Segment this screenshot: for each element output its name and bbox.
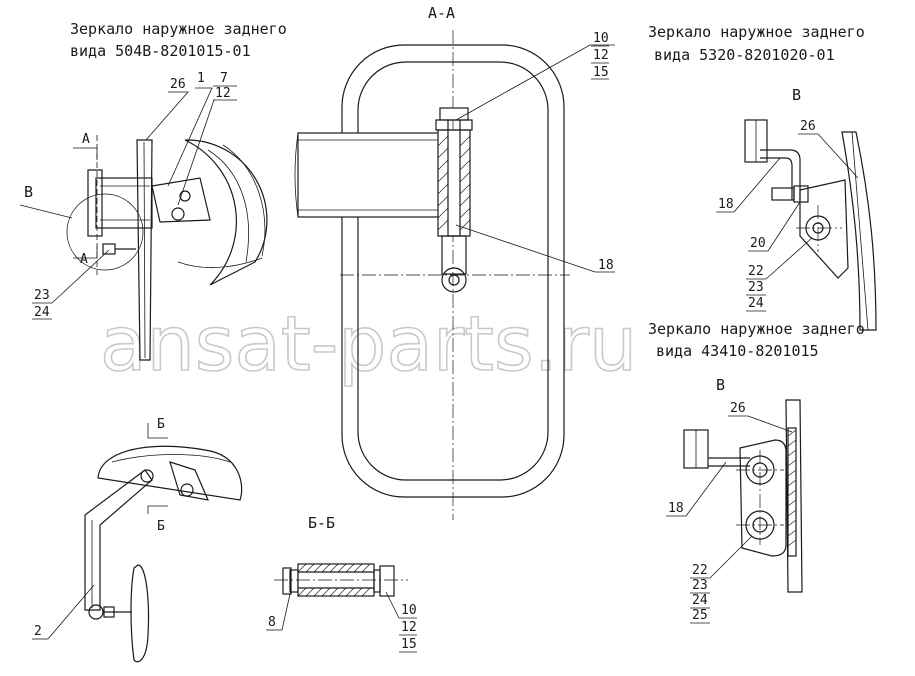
view-b-circle <box>66 193 144 271</box>
bracket-tube <box>297 132 441 218</box>
bb-callout-15: 15 <box>401 637 417 652</box>
door-panel-bottom <box>785 399 803 593</box>
detail-circle-b <box>184 139 268 286</box>
r1-callout-24: 24 <box>748 296 764 311</box>
callout-2: 2 <box>34 624 42 639</box>
title-mirror-5320: Зеркало наружное заднего вида 5320-82010… <box>648 23 865 64</box>
r2-callout-18: 18 <box>668 501 684 516</box>
cut-a-top: А <box>82 132 90 147</box>
title-mirror-43410: Зеркало наружное заднего вида 43410-8201… <box>648 320 865 360</box>
bracket-plate-bottom <box>739 439 787 557</box>
r2-callout-25: 25 <box>692 608 708 623</box>
mirror-504-arm <box>151 177 211 223</box>
bb-callout-8: 8 <box>268 615 276 630</box>
r1-callout-18: 18 <box>718 197 734 212</box>
bb-nut <box>379 565 395 597</box>
watermark: ansat-parts.ru <box>100 299 637 388</box>
aa-callout-15: 15 <box>593 65 609 80</box>
r2-callout-24: 24 <box>692 593 708 608</box>
rod-18-top <box>760 149 801 200</box>
title-504-line1: Зеркало наружное заднего <box>70 20 287 38</box>
title-504-line2: вида 504В-8201015-01 <box>70 42 251 60</box>
r1-callout-20: 20 <box>750 236 766 251</box>
view-b-43410: В 26 18 22 23 24 <box>666 376 803 624</box>
bracket-plate-top <box>799 179 849 279</box>
section-aa-label: А-А <box>428 4 455 22</box>
clamp-sleeve <box>437 129 471 237</box>
cut-b-bottom: Б <box>157 519 165 534</box>
title-mirror-504: Зеркало наружное заднего вида 504В-82010… <box>70 20 287 60</box>
view-b-bottom-label: В <box>716 376 725 394</box>
mirror-504-housing <box>95 177 153 229</box>
pivot-eye <box>441 267 467 293</box>
cab-corner <box>97 445 243 501</box>
r2-callout-23: 23 <box>692 578 708 593</box>
callout-26: 26 <box>170 77 186 92</box>
section-aa: А-А 10 12 15 <box>294 4 615 520</box>
title-5320-line1: Зеркало наружное заднего <box>648 23 865 41</box>
bb-callout-10: 10 <box>401 603 417 618</box>
aa-callout-12: 12 <box>593 48 609 63</box>
bb-callout-12: 12 <box>401 620 417 635</box>
r1-callout-26: 26 <box>800 119 816 134</box>
section-bb-label: Б-Б <box>308 514 335 532</box>
callout-23: 23 <box>34 288 50 303</box>
callout-1: 1 <box>197 71 205 86</box>
view-b-5320: В 26 18 20 22 23 24 <box>716 86 877 331</box>
title-43410-line2: вида 43410-8201015 <box>656 342 819 360</box>
callout-7: 7 <box>220 71 228 86</box>
mirror-arm-2 <box>84 469 153 611</box>
view-b-top-label: В <box>792 86 801 104</box>
aa-callout-10: 10 <box>593 31 609 46</box>
title-5320-line2: вида 5320-8201020-01 <box>654 46 835 64</box>
title-43410-line1: Зеркало наружное заднего <box>648 320 865 338</box>
view-b-left-label: В <box>24 183 33 201</box>
mirror-head-2 <box>130 564 150 663</box>
section-bb: Б-Б 8 10 12 15 <box>266 514 417 653</box>
r1-callout-22: 22 <box>748 264 764 279</box>
cut-a-bottom: А <box>80 252 88 267</box>
bolt-washer <box>435 119 473 131</box>
r2-callout-22: 22 <box>692 563 708 578</box>
bolt-nut <box>439 107 469 121</box>
callout-24: 24 <box>34 305 50 320</box>
door-panel-top <box>841 131 877 331</box>
r1-callout-23: 23 <box>748 280 764 295</box>
r2-callout-26: 26 <box>730 401 746 416</box>
mirror-504-plate <box>136 139 153 361</box>
mirror-arm-assembly: Б Б 2 <box>32 417 243 663</box>
cut-b-top: Б <box>157 417 165 432</box>
mirror-504-assembly: А А В 26 1 7 12 23 24 <box>19 71 268 361</box>
aa-callout-18: 18 <box>598 258 614 273</box>
callout-12: 12 <box>215 86 231 101</box>
